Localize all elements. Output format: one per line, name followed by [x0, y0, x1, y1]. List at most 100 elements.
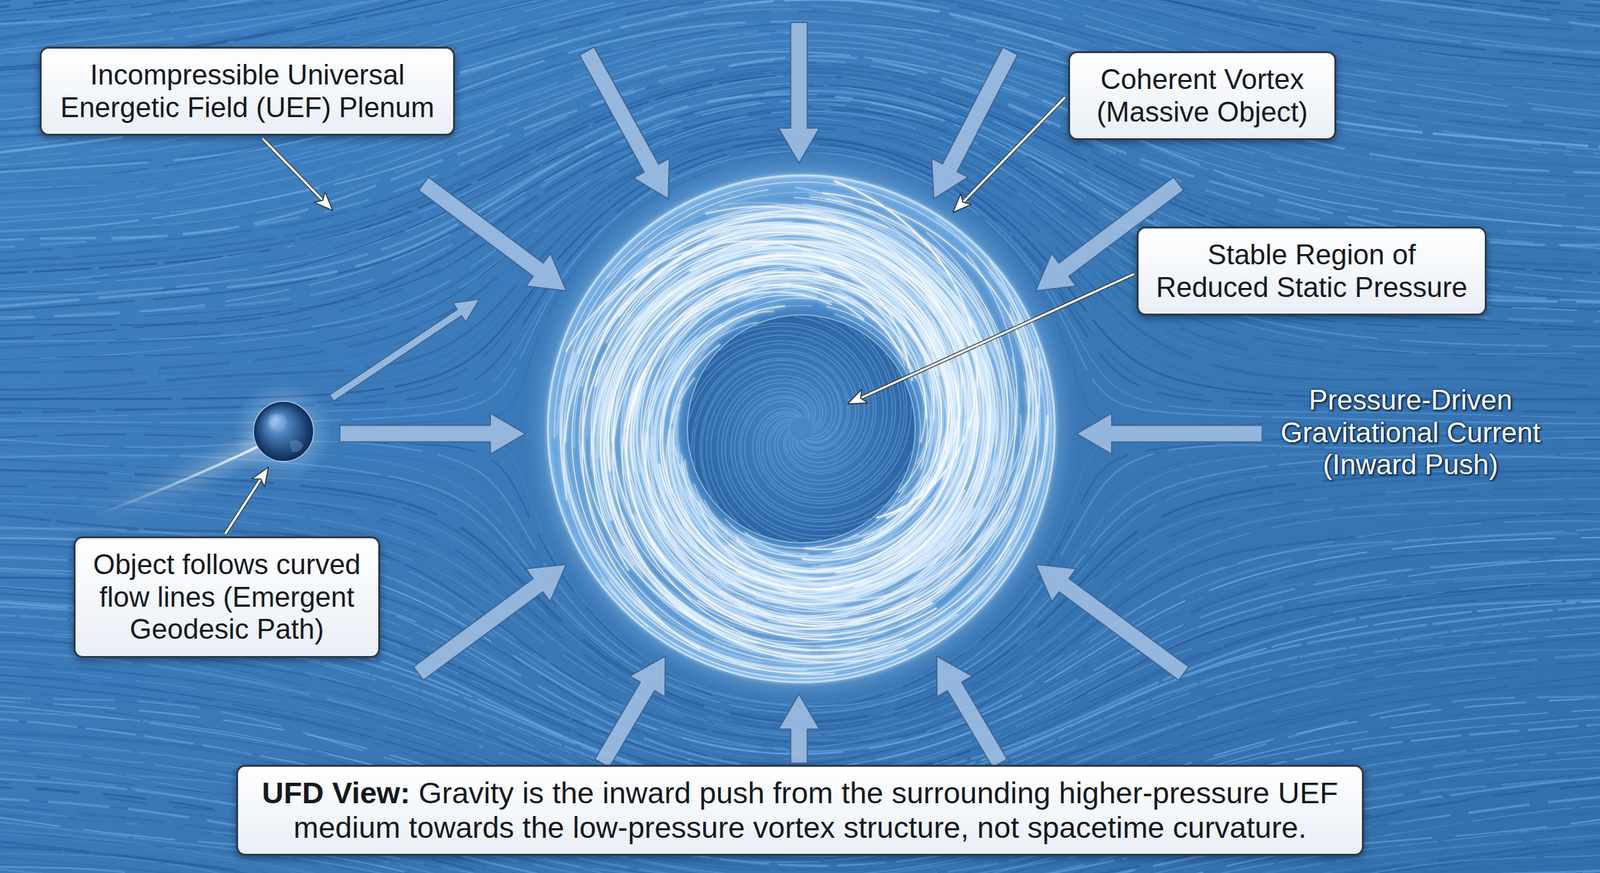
vortex-streak: [574, 213, 1004, 607]
push-arrow: [931, 47, 1018, 200]
push-arrow: [413, 564, 567, 681]
leader-lines: [225, 97, 1135, 534]
callout-text: Object follows curved flow lines (Emerge…: [92, 548, 361, 645]
callout-text: Coherent Vortex (Massive Object): [1096, 63, 1308, 128]
vortex-streak: [612, 272, 926, 442]
vortex-streak: [736, 275, 956, 559]
vortex-streak: [907, 384, 983, 576]
leader-line: [849, 273, 1135, 404]
core-swirl: [769, 325, 893, 490]
push-arrow: [1076, 413, 1263, 455]
callout-box: Incompressible Universal Energetic Field…: [39, 46, 456, 136]
callout-box: UFD View:Gravity is the inward push from…: [236, 764, 1364, 856]
vortex-streak: [666, 271, 1046, 673]
vortex-streak: [561, 352, 1010, 669]
flow-line: [0, 21, 1600, 175]
callout-box: Coherent Vortex (Massive Object): [1068, 51, 1337, 141]
flow-line: [0, 866, 1600, 873]
vortex-streak: [675, 447, 806, 557]
vortex-streak: [608, 396, 992, 622]
vortex-streak: [604, 275, 905, 577]
flow-line: [0, 862, 1600, 873]
vortex-streak: [744, 229, 966, 560]
vortex-streak: [785, 401, 989, 616]
text-wrap: Stable Region of Reduced Static Pressure: [1155, 238, 1469, 304]
core-swirl: [756, 382, 907, 504]
text-wrap: Incompressible Universal Energetic Field…: [59, 58, 436, 124]
push-arrow: [595, 656, 666, 768]
flow-line: [0, 854, 1600, 873]
vortex-streak: [563, 460, 1040, 669]
leader-line: [225, 468, 268, 534]
vortex-streak: [593, 220, 854, 637]
core-swirl: [752, 404, 912, 508]
push-arrow: [936, 656, 1008, 768]
vortex-streak: [677, 305, 813, 553]
text-wrap: Object follows curved flow lines (Emerge…: [92, 548, 362, 646]
vortex-streak: [792, 448, 966, 595]
callout-text: UFD View:: [261, 775, 411, 810]
core-edge: [687, 314, 916, 543]
vortex-streak: [640, 269, 784, 559]
vortex-streak: [605, 297, 1051, 679]
vortex-streak: [826, 306, 916, 379]
vortex-streak: [631, 449, 729, 584]
vortex-streak: [672, 457, 916, 562]
vortex-streak: [786, 264, 966, 592]
vortex-streak: [670, 298, 834, 537]
vortex-streak: [915, 370, 931, 491]
vortex-streak: [752, 240, 990, 598]
callout-box: Stable Region of Reduced Static Pressure: [1136, 226, 1487, 316]
core-swirl: [711, 368, 832, 534]
vortex-streak: [696, 562, 937, 619]
push-arrow: [329, 298, 480, 402]
vortex-streak: [581, 227, 976, 484]
vortex-streak: [651, 291, 742, 496]
vortex-streak: [672, 292, 938, 480]
push-arrow: [418, 177, 567, 292]
vortex-streak: [560, 189, 807, 671]
core-swirl: [725, 382, 841, 536]
vortex-streak: [584, 252, 938, 589]
vortex-streak: [886, 252, 998, 539]
vortex-streak: [638, 399, 762, 588]
push-arrow: [579, 46, 669, 200]
flow-line: [0, 871, 1600, 873]
vortex-streak: [623, 302, 1034, 662]
flow-line: [0, 759, 1600, 873]
vortex-streak: [632, 275, 938, 591]
leader-line: [954, 97, 1065, 212]
vortex: [538, 166, 1064, 692]
vortex-streak: [676, 312, 809, 555]
vortex-streak: [673, 322, 866, 557]
flow-line: [0, 22, 1600, 187]
core-swirl: [689, 344, 856, 456]
vortex-streak: [803, 373, 941, 568]
flow-label: Pressure-Driven Gravitational Current (I…: [1280, 384, 1542, 482]
vortex-streak: [647, 275, 913, 505]
push-arrow: [1035, 564, 1189, 681]
vortex-edge: [547, 175, 1055, 683]
planet-halo: [233, 381, 334, 482]
vortex-streak: [737, 251, 981, 608]
vortex-streak: [712, 241, 989, 441]
vortex-core: [687, 314, 916, 543]
flow-line: [0, 10, 1600, 171]
vortex-streak: [591, 231, 729, 521]
vortex-streak: [768, 298, 932, 555]
vortex-streak: [697, 258, 1002, 630]
vortex-streak: [778, 298, 936, 564]
vortex-streak: [661, 289, 857, 566]
leader-line: [262, 138, 332, 210]
vortex-streak: [631, 274, 939, 539]
vortex-streak: [572, 215, 999, 675]
vortex-streak: [694, 234, 969, 569]
vortex-streak: [603, 224, 994, 375]
flow-line: [0, 752, 1600, 873]
planet: [96, 381, 334, 516]
core-swirl: [762, 353, 901, 498]
vortex-streak: [680, 244, 968, 573]
vortex-streak: [554, 181, 1040, 438]
